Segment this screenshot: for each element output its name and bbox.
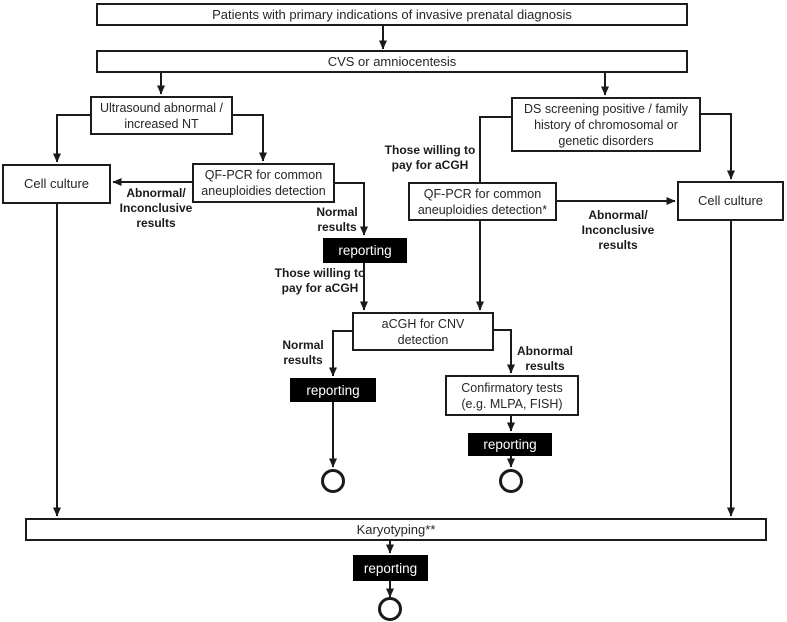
node-qfpcr-left: QF-PCR for common aneuploidies detection xyxy=(192,163,335,203)
reporting-box-confirmatory: reporting xyxy=(468,433,552,456)
edge-ds-screening-to-qfpcr-right xyxy=(479,116,511,182)
node-cell-culture-right: Cell culture xyxy=(677,181,784,221)
edge-label-normal-results-bottom: Normal results xyxy=(282,338,324,367)
edge-ds-screening-to-cell-culture-right xyxy=(701,113,735,180)
node-cell-culture-left: Cell culture xyxy=(2,164,111,204)
terminal-circle-normal-acgh xyxy=(321,469,345,493)
node-cvs-amniocentesis: CVS or amniocentesis xyxy=(96,50,688,73)
edge-acgh-to-confirmatory xyxy=(494,329,515,374)
terminal-circle-confirmatory xyxy=(499,469,523,493)
edge-label-abnormal-inconclusive-left: Abnormal/ Inconclusive results xyxy=(119,186,193,230)
node-patients: Patients with primary indications of inv… xyxy=(96,3,688,26)
reporting-box-qfpcr-left-normal: reporting xyxy=(323,238,407,263)
edge-ultrasound-to-qfpcr-left xyxy=(232,114,267,162)
node-acgh-cnv: aCGH for CNV detection xyxy=(352,312,494,351)
reporting-box-karyotyping: reporting xyxy=(353,555,428,581)
edge-label-abnormal-inconclusive-right: Abnormal/ Inconclusive results xyxy=(581,208,655,252)
edge-label-those-willing-top: Those willing to pay for aCGH xyxy=(384,143,476,172)
node-ds-screening: DS screening positive / family history o… xyxy=(511,97,701,152)
node-confirmatory-tests: Confirmatory tests (e.g. MLPA, FISH) xyxy=(445,375,579,416)
node-ultrasound-abnormal: Ultrasound abnormal / increased NT xyxy=(90,96,233,135)
edge-acgh-to-reporting-2 xyxy=(329,330,352,377)
edge-label-those-willing-mid: Those willing to pay for aCGH xyxy=(274,266,366,295)
edge-qfpcr-left-to-reporting-1 xyxy=(334,182,368,236)
terminal-circle-karyotyping xyxy=(378,597,402,621)
edge-label-normal-results-top: Normal results xyxy=(316,205,358,234)
node-karyotyping: Karyotyping** xyxy=(25,518,767,541)
edge-ultrasound-to-cell-culture-left xyxy=(53,114,90,163)
node-qfpcr-right: QF-PCR for common aneuploidies detection… xyxy=(408,182,557,221)
reporting-box-acgh-normal: reporting xyxy=(290,378,376,402)
edge-label-abnormal-results: Abnormal results xyxy=(516,344,574,373)
